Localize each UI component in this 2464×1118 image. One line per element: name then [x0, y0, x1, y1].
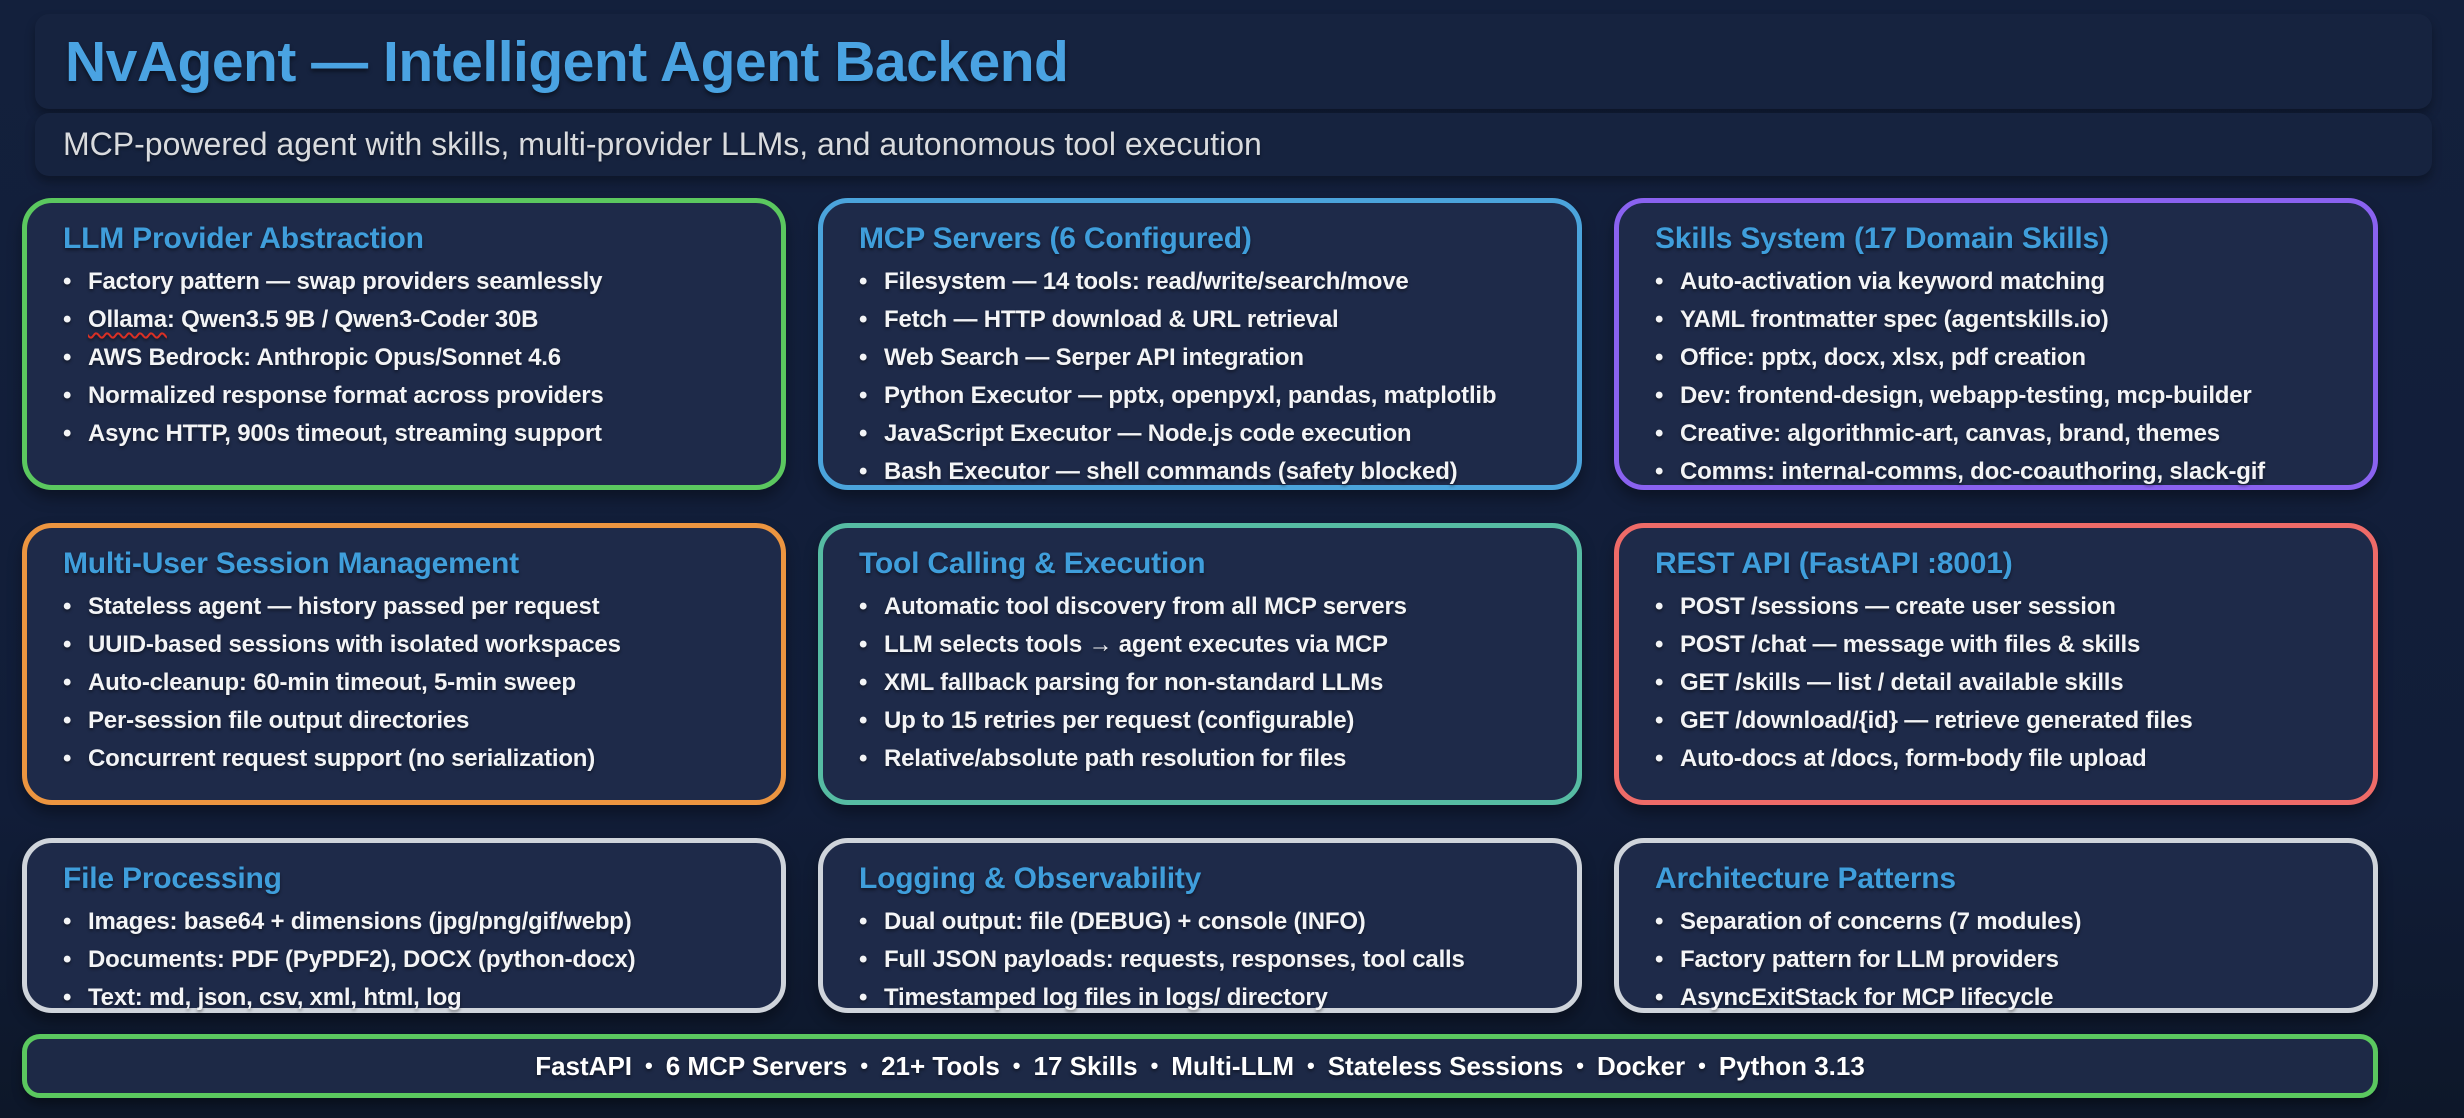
bullet-item: Filesystem — 14 tools: read/write/search… — [859, 263, 1547, 301]
bullet-item: LLM selects tools → agent executes via M… — [859, 626, 1547, 664]
footer-item: FastAPI — [535, 1050, 633, 1081]
bullet-item: Web Search — Serper API integration — [859, 339, 1547, 377]
bullet-item: Factory pattern — swap providers seamles… — [63, 263, 751, 301]
footer-item: 21+ Tools — [881, 1050, 1000, 1081]
bullet-item: Ollama: Qwen3.5 9B / Qwen3-Coder 30B — [63, 301, 751, 339]
footer-item: 6 MCP Servers — [665, 1050, 848, 1081]
bullet-item: XML fallback parsing for non-standard LL… — [859, 664, 1547, 702]
card-skills-system: Skills System (17 Domain Skills) Auto-ac… — [1614, 198, 2378, 490]
bullet-item: Relative/absolute path resolution for fi… — [859, 740, 1547, 778]
footer-separator: • — [645, 1053, 653, 1078]
card-session-management: Multi-User Session Management Stateless … — [22, 523, 786, 805]
bullet-item: Office: pptx, docx, xlsx, pdf creation — [1655, 339, 2343, 377]
bullet-item: Documents: PDF (PyPDF2), DOCX (python-do… — [63, 941, 751, 979]
misspelled-word: Ollama — [88, 306, 167, 333]
bullet-list: Stateless agent — history passed per req… — [63, 588, 751, 778]
footer-item: Multi-LLM — [1171, 1050, 1295, 1081]
bullet-item: Bash Executor — shell commands (safety b… — [859, 453, 1547, 491]
card-title: Multi-User Session Management — [63, 547, 519, 580]
footer-separator: • — [1150, 1053, 1159, 1078]
card-title: LLM Provider Abstraction — [63, 222, 424, 255]
card-llm-provider-abstraction: LLM Provider Abstraction Factory pattern… — [22, 198, 786, 490]
bullet-item: Concurrent request support (no serializa… — [63, 740, 751, 778]
bullet-text: : Qwen3.5 9B / Qwen3-Coder 30B — [166, 306, 539, 333]
bullet-list: Filesystem — 14 tools: read/write/search… — [859, 263, 1547, 491]
bullet-list: POST /sessions — create user session POS… — [1655, 588, 2343, 778]
bullet-item: Automatic tool discovery from all MCP se… — [859, 588, 1547, 626]
page-title: NvAgent — Intelligent Agent Backend — [65, 29, 1069, 94]
bullet-item: Auto-cleanup: 60-min timeout, 5-min swee… — [63, 664, 751, 702]
bullet-item: GET /skills — list / detail available sk… — [1655, 664, 2343, 702]
card-tool-calling: Tool Calling & Execution Automatic tool … — [818, 523, 1582, 805]
footer-item: Stateless Sessions — [1327, 1050, 1564, 1081]
bullet-item: Dev: frontend-design, webapp-testing, mc… — [1655, 377, 2343, 415]
footer-item: Docker — [1597, 1050, 1686, 1081]
bullet-item: POST /chat — message with files & skills — [1655, 626, 2343, 664]
bullet-item: Stateless agent — history passed per req… — [63, 588, 751, 626]
bullet-item: Async HTTP, 900s timeout, streaming supp… — [63, 415, 751, 453]
bullet-item: Separation of concerns (7 modules) — [1655, 903, 2343, 941]
card-title: Tool Calling & Execution — [859, 547, 1206, 580]
header-title-panel: NvAgent — Intelligent Agent Backend — [35, 14, 2432, 109]
bullet-item: Per-session file output directories — [63, 702, 751, 740]
feature-card-grid: LLM Provider Abstraction Factory pattern… — [22, 198, 2378, 1013]
card-title: MCP Servers (6 Configured) — [859, 222, 1252, 255]
bullet-item: Creative: algorithmic-art, canvas, brand… — [1655, 415, 2343, 453]
bullet-item: JavaScript Executor — Node.js code execu… — [859, 415, 1547, 453]
bullet-list: Automatic tool discovery from all MCP se… — [859, 588, 1547, 778]
footer-separator: • — [860, 1053, 869, 1078]
card-file-processing: File Processing Images: base64 + dimensi… — [22, 838, 786, 1013]
bullet-item: Factory pattern for LLM providers — [1655, 941, 2343, 979]
card-title: Architecture Patterns — [1655, 862, 1956, 895]
header-subtitle-panel: MCP-powered agent with skills, multi-pro… — [35, 113, 2432, 176]
footer-separator: • — [1012, 1053, 1021, 1078]
bullet-item: Images: base64 + dimensions (jpg/png/gif… — [63, 903, 751, 941]
bullet-item: Auto-docs at /docs, form-body file uploa… — [1655, 740, 2343, 778]
card-title: Logging & Observability — [859, 862, 1202, 895]
bullet-list: Images: base64 + dimensions (jpg/png/gif… — [63, 903, 751, 1017]
card-title: REST API (FastAPI :8001) — [1655, 547, 2013, 580]
card-logging-observability: Logging & Observability Dual output: fil… — [818, 838, 1582, 1013]
bullet-item: Normalized response format across provid… — [63, 377, 751, 415]
bullet-list: Factory pattern — swap providers seamles… — [63, 263, 751, 453]
card-title: Skills System (17 Domain Skills) — [1655, 222, 2109, 255]
bullet-item: POST /sessions — create user session — [1655, 588, 2343, 626]
bullet-item: Up to 15 retries per request (configurab… — [859, 702, 1547, 740]
bullet-item: AsyncExitStack for MCP lifecycle — [1655, 979, 2343, 1017]
footer-separator: • — [1576, 1053, 1584, 1078]
bullet-list: Dual output: file (DEBUG) + console (INF… — [859, 903, 1547, 1017]
card-mcp-servers: MCP Servers (6 Configured) Filesystem — … — [818, 198, 1582, 490]
bullet-item: Text: md, json, csv, xml, html, log — [63, 979, 751, 1017]
bullet-list: Separation of concerns (7 modules) Facto… — [1655, 903, 2343, 1017]
footer-item: 17 Skills — [1033, 1050, 1138, 1081]
bullet-item: Fetch — HTTP download & URL retrieval — [859, 301, 1547, 339]
card-architecture-patterns: Architecture Patterns Separation of conc… — [1614, 838, 2378, 1013]
footer-tech-bar: FastAPI • 6 MCP Servers • 21+ Tools • 17… — [22, 1034, 2378, 1098]
page-subtitle: MCP-powered agent with skills, multi-pro… — [63, 126, 1262, 162]
footer-separator: • — [1307, 1053, 1315, 1078]
bullet-item: GET /download/{id} — retrieve generated … — [1655, 702, 2343, 740]
bullet-item: Auto-activation via keyword matching — [1655, 263, 2343, 301]
bullet-item: AWS Bedrock: Anthropic Opus/Sonnet 4.6 — [63, 339, 751, 377]
bullet-item: Comms: internal-comms, doc-coauthoring, … — [1655, 453, 2343, 491]
bullet-item: Python Executor — pptx, openpyxl, pandas… — [859, 377, 1547, 415]
bullet-item: Full JSON payloads: requests, responses,… — [859, 941, 1547, 979]
footer-separator: • — [1698, 1053, 1706, 1078]
bullet-item: UUID-based sessions with isolated worksp… — [63, 626, 751, 664]
card-title: File Processing — [63, 862, 282, 895]
bullet-item: Dual output: file (DEBUG) + console (INF… — [859, 903, 1547, 941]
bullet-list: Auto-activation via keyword matching YAM… — [1655, 263, 2343, 491]
card-rest-api: REST API (FastAPI :8001) POST /sessions … — [1614, 523, 2378, 805]
bullet-item: YAML frontmatter spec (agentskills.io) — [1655, 301, 2343, 339]
bullet-item: Timestamped log files in logs/ directory — [859, 979, 1547, 1017]
footer-item: Python 3.13 — [1718, 1050, 1865, 1081]
